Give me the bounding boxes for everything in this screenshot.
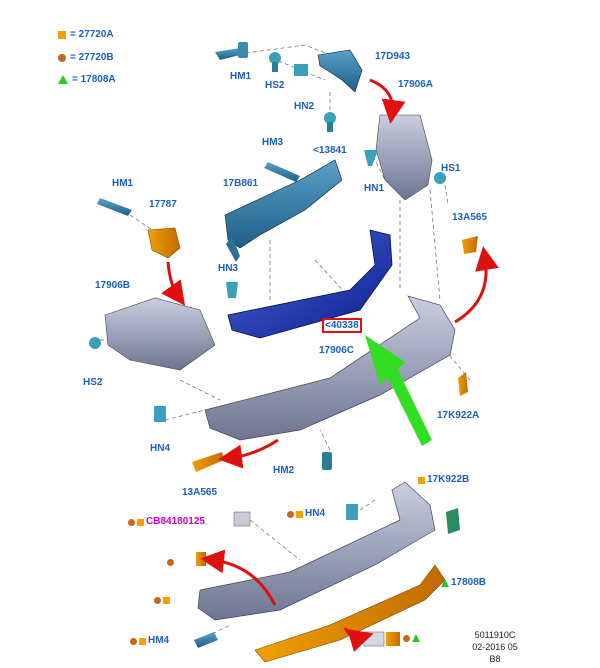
fastener-hn3 [226,282,238,298]
legend-circle-icon [58,53,66,62]
label-hm4: HM4 [148,635,170,646]
fastener-hm1-left [97,198,132,216]
legend-square-icon [58,30,66,39]
fastener-hs1 [434,172,446,184]
label-17b861: 17B861 [223,178,259,189]
triangle-icon [441,579,449,587]
footer-line3: B8 [489,654,501,664]
label-17808b: 17808B [451,577,487,588]
marker-17808b: 17808B [432,577,486,589]
label-hs2-top: HS2 [265,80,285,91]
circle-icon [167,559,174,566]
circle-icon [128,518,135,526]
legend-27720b: = 27720B [58,52,114,63]
footer-line1: 5011910C [474,630,516,640]
reinforcement-beam [227,229,393,339]
label-hn1: HN1 [364,183,385,194]
fastener-hm4 [194,632,218,648]
circle-icon [287,510,294,518]
bracket-17d943 [317,49,363,93]
label-17k922a: 17K922A [437,410,480,421]
clip-left-small [196,552,206,566]
bumper-cover-17906c [204,295,456,441]
clip-bottom [363,631,400,647]
marker-17k922b: 17K922B [418,474,469,486]
label-hs1: HS1 [441,163,461,174]
clip-cb84180125 [233,511,251,527]
footer-code: 5011910C 02-2016 05 B8 [460,629,530,665]
label-13a565-right: 13A565 [452,212,488,223]
label-hm2: HM2 [273,465,295,476]
label-hm3: HM3 [262,137,284,148]
marker-lower-left [154,597,170,604]
label-hn4-left: HN4 [150,443,171,454]
red-arrows [161,78,499,652]
label-17906c: 17906C [319,345,355,356]
square-icon [163,597,170,604]
marker-clip-left [167,559,174,566]
fastener-hs2-top [269,52,281,72]
reflector-17k922b [446,508,460,534]
square-icon [137,518,144,526]
green-arrow [365,335,432,446]
circle-icon [130,637,137,645]
label-17906b: 17906B [95,280,131,291]
fastener-hm2 [322,452,332,470]
lower-bumper [197,481,436,621]
marker-hn4-lower: HN4 [287,508,325,520]
label-13841: <13841 [313,145,347,156]
marker-bottom-clip [403,634,420,642]
marker-hm4: HM4 [130,635,169,647]
fastener-hn4-left [154,406,166,422]
fastener-hm3 [264,162,300,182]
fastener-hn2 [294,64,308,76]
fastener-hs2-left [89,337,101,349]
fastener-hn4-lower [346,504,358,520]
legend-17808a: = 17808A [58,74,116,85]
fastener-13841 [324,112,336,132]
label-hm1-top: HM1 [230,71,252,82]
label-hn4-lower: HN4 [305,508,326,519]
label-cb84180125: CB84180125 [146,516,205,527]
side-piece-17906a [375,114,433,201]
side-piece-17906b [104,297,216,371]
fastener-hn1 [364,150,378,166]
reflector-13a565-right [462,236,478,254]
label-hm1-left: HM1 [112,178,134,189]
label-17d943: 17D943 [375,51,411,62]
label-17906a-top: 17906A [398,79,434,90]
bracket-17787 [147,227,181,259]
square-icon [296,510,303,518]
triangle-icon [412,634,420,642]
reflector-17k922a [458,372,468,396]
legend-triangle-icon [58,75,68,84]
label-hs2-left: HS2 [83,377,103,388]
circle-icon [432,579,439,587]
label-17k922b: 17K922B [427,474,470,485]
circle-icon [403,634,410,642]
label-hn2: HN2 [294,101,315,112]
marker-cb84180125: CB84180125 [128,516,205,528]
fastener-hm1-top [215,42,248,60]
reflector-13a565-left [192,452,224,472]
square-icon [418,476,425,484]
label-13a565-left: 13A565 [182,487,218,498]
circle-icon [154,597,161,604]
footer-line2: 02-2016 05 [472,642,518,652]
square-icon [139,637,146,645]
label-17787: 17787 [149,199,177,210]
label-40338: <40338 [322,318,362,333]
label-hn3: HN3 [218,263,239,274]
bracket-17b861 [224,159,343,262]
legend-27720a: = 27720A [58,29,114,40]
